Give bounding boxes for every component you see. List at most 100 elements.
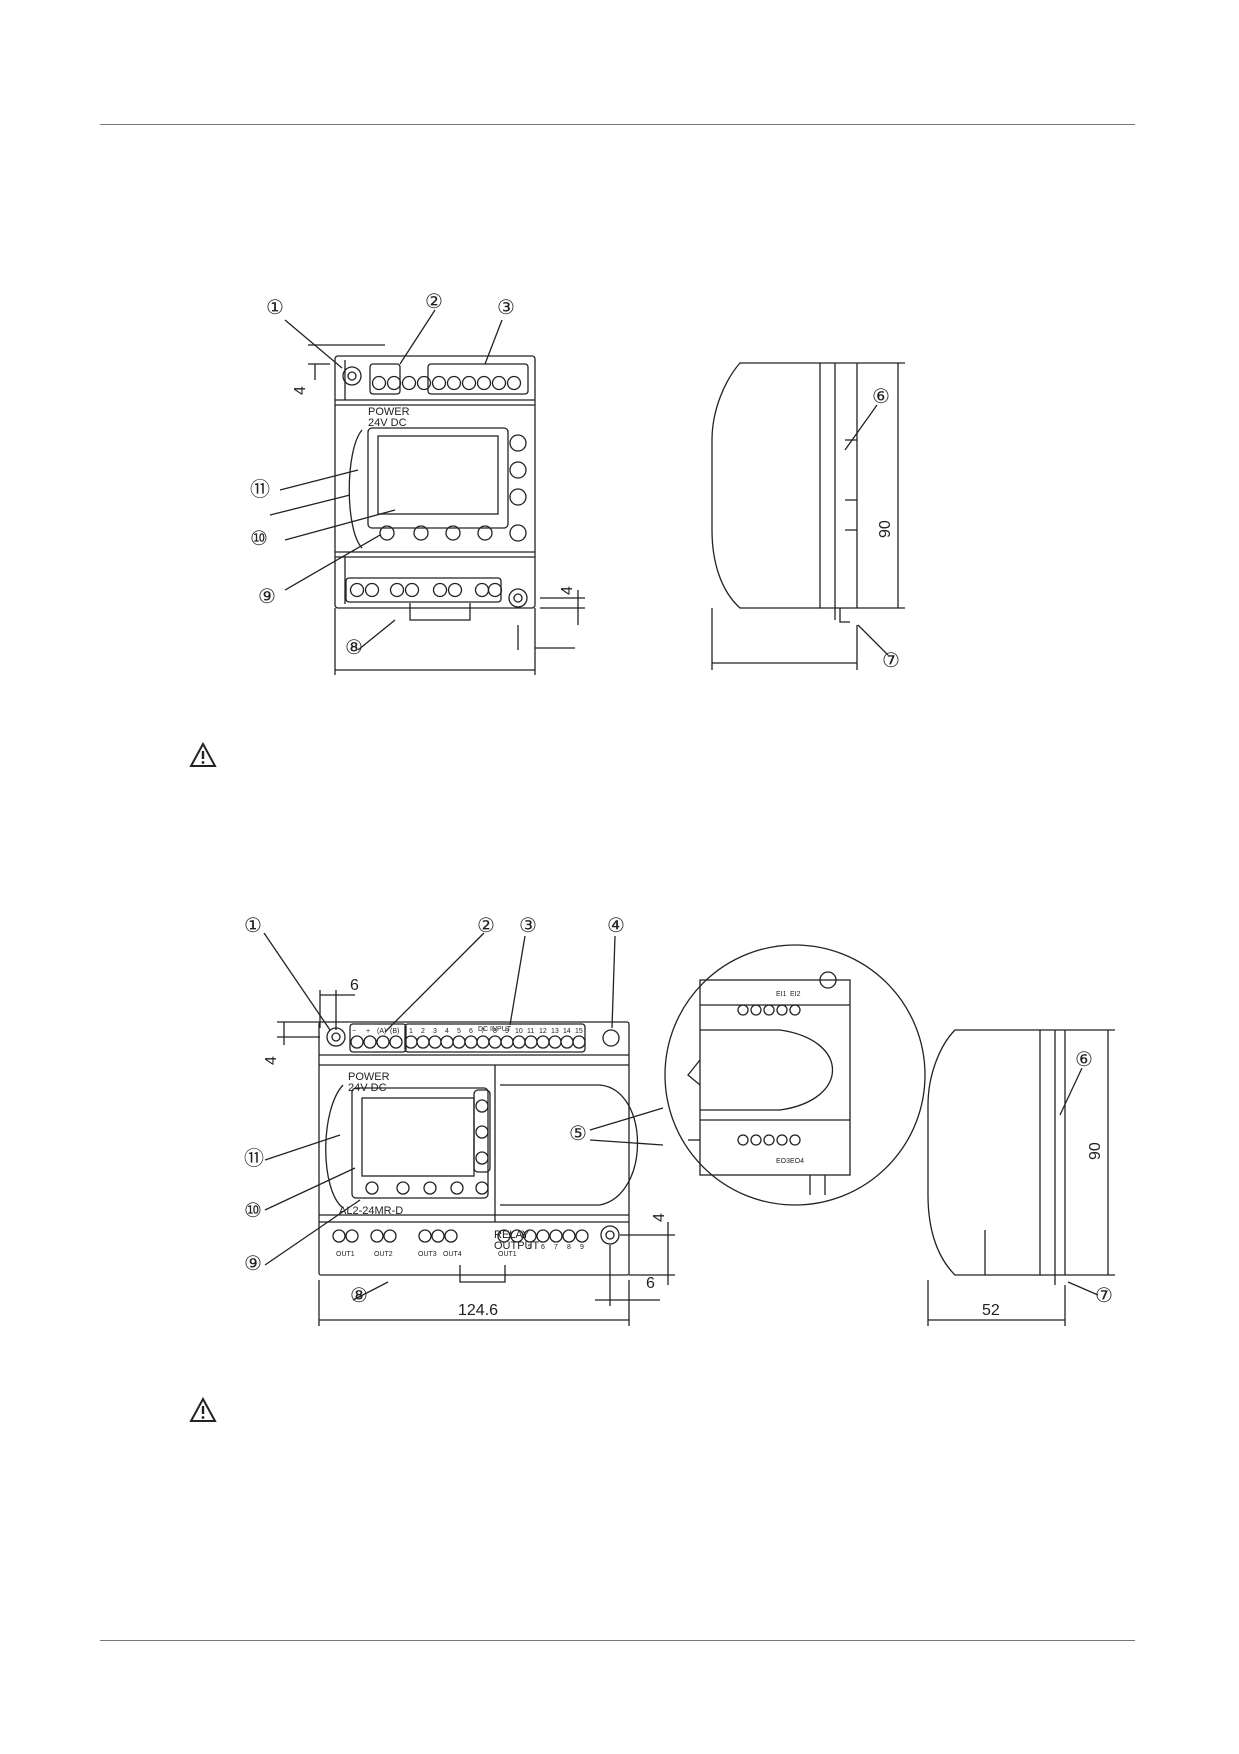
fig2-power-terminal-label: (B) [390, 1028, 399, 1035]
fig2-callout-8: ⑧ [350, 1285, 368, 1307]
fig1-dim-top: 4 [292, 386, 309, 395]
fig2-callout-6: ⑥ [1075, 1049, 1093, 1071]
warning-triangle-icon [189, 1397, 217, 1422]
fig1-callout-6: ⑥ [872, 386, 890, 408]
fig2-input-header: DC INPUT [478, 1026, 512, 1033]
fig2-detail-top-label: EI1 [776, 991, 787, 998]
fig2-dim-bottom: 4 [651, 1213, 668, 1222]
fig2-callout-5: ⑤ [569, 1123, 587, 1145]
fig2-callout-11: ⑪ [244, 1147, 264, 1170]
fig2-input-number: 12 [539, 1028, 547, 1035]
fig1-side-view [711, 362, 821, 609]
fig2-input-number: 4 [445, 1028, 449, 1035]
fig1-callout-9: ⑨ [258, 586, 276, 608]
fig2-output-group-label: OUT1 [336, 1251, 355, 1258]
fig2-dim-depth: 52 [982, 1302, 1000, 1319]
fig2-callout-4: ④ [607, 915, 625, 937]
fig2-callout-9: ⑨ [244, 1253, 262, 1275]
fig1-mount-hole-bottom [508, 588, 528, 608]
fig2-detail-bottom-label: EO3 [776, 1158, 790, 1165]
fig1-callout-3: ③ [497, 297, 515, 319]
fig1-key-left [379, 525, 395, 541]
figure2-diagram: POWER 24V DC AL2-24MR-D RELAY OUTPUT DC … [244, 915, 1115, 1326]
fig1-lcd-display [377, 435, 499, 515]
fig2-detail-bottom-label: EO4 [790, 1158, 804, 1165]
fig2-callout-3: ③ [519, 915, 537, 937]
fig2-input-number: 8 [493, 1028, 497, 1035]
fig2-callout-10: ⑩ [244, 1200, 262, 1222]
fig2-input-number: 7 [481, 1028, 485, 1035]
fig1-power-label: POWER [368, 406, 410, 418]
fig1-key-up [413, 525, 429, 541]
fig2-dim-hole-top: 6 [350, 977, 359, 994]
fig2-input-number: 14 [563, 1028, 571, 1035]
fig2-output-group-label: OUT4 [443, 1251, 462, 1258]
fig1-top-terminal-row [371, 375, 522, 391]
fig2-output-number: 5 [528, 1244, 532, 1251]
fig2-input-number: 1 [409, 1028, 413, 1035]
fig2-side-view [927, 1029, 1041, 1276]
fig2-output-number: 7 [554, 1244, 558, 1251]
fig2-input-number: 15 [575, 1028, 583, 1035]
fig2-power-terminal-label: + [366, 1028, 370, 1035]
fig2-input-number: 6 [469, 1028, 473, 1035]
fig2-power-terminal-label: − [352, 1028, 356, 1035]
figure1-diagram: POWER 24V DC ① ② ③ ⑥ ⑦ ⑧ ⑨ ⑩ ⑪ 4 4 90 [250, 291, 905, 675]
fig2-input-number: 13 [551, 1028, 559, 1035]
fig2-housing [318, 1021, 630, 1276]
fig2-dim-hole-bottom: 6 [646, 1275, 655, 1292]
fig2-input-number: 10 [515, 1028, 523, 1035]
fig2-power-terminal-label: (A) [377, 1028, 386, 1035]
fig2-lcd-display [361, 1097, 475, 1177]
fig2-output-number: 6 [541, 1244, 545, 1251]
fig2-output-group-label: OUT3 [418, 1251, 437, 1258]
fig2-power-label: POWER [348, 1071, 390, 1083]
fig1-lcd-frame [367, 427, 509, 529]
fig1-voltage-label: 24V DC [368, 417, 407, 429]
fig1-dim-bottom: 4 [559, 586, 576, 595]
fig1-housing [334, 355, 536, 609]
fig1-callout-8: ⑧ [345, 637, 363, 659]
fig2-output-group-label: OUT2 [374, 1251, 393, 1258]
fig2-key-right [450, 1181, 464, 1195]
fig2-input-number: 2 [421, 1028, 425, 1035]
fig2-dim-top: 4 [263, 1056, 280, 1065]
fig2-output-number: 9 [580, 1244, 584, 1251]
header-rule [100, 124, 1135, 125]
fig1-bottom-terminal-row [349, 582, 503, 598]
fig2-bottom-terminal-row [332, 1229, 589, 1243]
fig1-callout-2: ② [425, 291, 443, 313]
fig2-detail-magnifier [664, 944, 926, 1206]
fig1-callout-11: ⑪ [250, 478, 270, 501]
fig2-output-label: OUTPUT [494, 1240, 540, 1252]
fig2-mount-hole-bottom [600, 1225, 620, 1245]
fig2-dim-width: 124.6 [458, 1302, 498, 1319]
fig1-callout-1: ① [266, 297, 284, 319]
fig2-voltage-label: 24V DC [348, 1082, 387, 1094]
fig2-key-left [365, 1181, 379, 1195]
fig1-callout-10: ⑩ [250, 528, 268, 550]
fig2-mount-hole-top [326, 1027, 346, 1047]
fig2-key-up [396, 1181, 410, 1195]
fig1-callout-7: ⑦ [882, 650, 900, 672]
fig2-output-group-label: OUT1 [498, 1251, 517, 1258]
fig2-output-number: 8 [567, 1244, 571, 1251]
fig2-callout-1: ① [244, 915, 262, 937]
fig2-input-number: 5 [457, 1028, 461, 1035]
fig2-top-terminal-row [350, 1035, 586, 1049]
fig1-mount-hole-top [342, 366, 362, 386]
fig1-dim-height: 90 [877, 520, 894, 538]
fig2-key-down [423, 1181, 437, 1195]
fig2-detail-top-label: EI2 [790, 991, 801, 998]
fig2-lcd-frame [351, 1087, 489, 1199]
fig2-model-label: AL2-24MR-D [339, 1205, 403, 1217]
fig2-dim-height: 90 [1087, 1142, 1104, 1160]
fig2-relay-label: RELAY [494, 1229, 530, 1241]
warning-triangle-icon [189, 742, 217, 767]
fig2-input-number: 9 [505, 1028, 509, 1035]
fig2-input-number: 11 [527, 1028, 534, 1035]
fig1-key-right [477, 525, 493, 541]
fig2-hinge [602, 1029, 620, 1047]
fig2-input-number: 3 [433, 1028, 437, 1035]
fig1-key-down [445, 525, 461, 541]
